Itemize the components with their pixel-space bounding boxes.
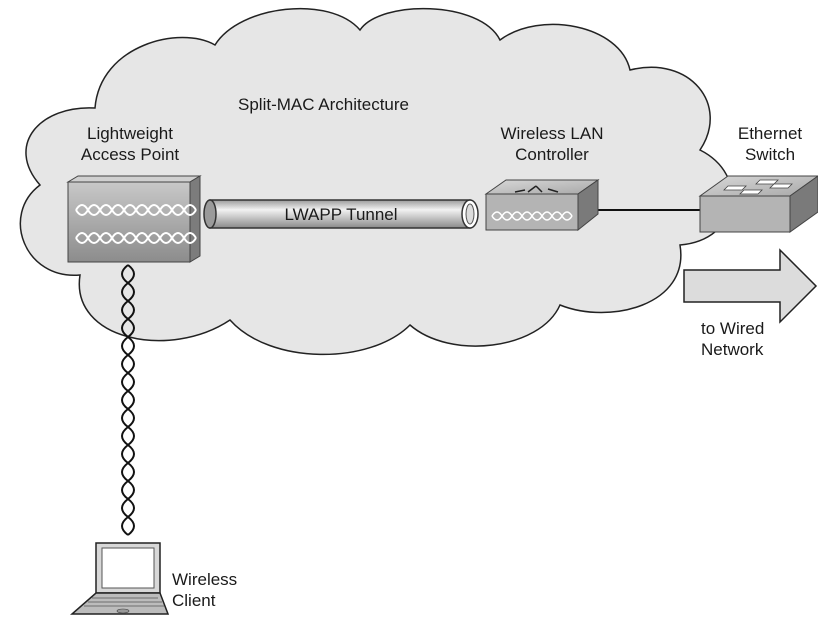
access-point-icon: [66, 175, 202, 263]
switch-label-line1: Ethernet: [737, 124, 803, 143]
controller-label-line1: Wireless LAN: [500, 124, 604, 143]
switch-label: Ethernet Switch: [722, 123, 818, 165]
right-arrow-icon: [683, 248, 818, 324]
wlan-controller-icon: [484, 179, 600, 232]
cloud-title: Split-MAC Architecture: [238, 95, 409, 114]
client-label: Wireless Client: [172, 569, 237, 611]
access-point-label-line1: Lightweight: [86, 124, 173, 143]
tunnel-label: LWAPP Tunnel: [284, 205, 398, 224]
client-label-line1: Wireless: [172, 570, 238, 589]
switch-label-line2: Switch: [744, 145, 796, 164]
access-point-label-line2: Access Point: [80, 145, 180, 164]
cloud: [19, 7, 733, 356]
wireless-link: [121, 264, 135, 536]
controller-label-line2: Controller: [515, 145, 589, 164]
access-point-label: Lightweight Access Point: [60, 123, 200, 165]
laptop-icon: [70, 542, 170, 615]
wired-network-label-line2: Network: [701, 340, 764, 359]
lwapp-tunnel: [203, 199, 479, 229]
ethernet-switch-icon: [698, 175, 818, 233]
controller-label: Wireless LAN Controller: [482, 123, 622, 165]
client-label-line2: Client: [172, 591, 216, 610]
wired-network-label: to Wired Network: [701, 318, 764, 360]
wired-network-label-line1: to Wired: [701, 319, 765, 338]
